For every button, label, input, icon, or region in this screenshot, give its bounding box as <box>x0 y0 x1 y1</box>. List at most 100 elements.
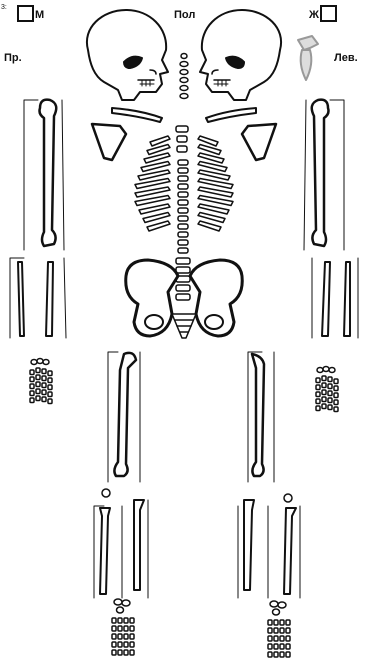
phalanx <box>334 386 338 391</box>
vertebra <box>178 216 188 221</box>
left-scapula-icon[interactable] <box>242 124 276 160</box>
left-skull-icon[interactable] <box>200 10 281 100</box>
vertebra <box>178 208 188 213</box>
left-forearm-bones[interactable] <box>312 258 358 338</box>
phalanx <box>268 620 272 625</box>
phalanx <box>118 634 122 639</box>
phalanx <box>124 642 128 647</box>
right-hip-bone-icon[interactable] <box>126 260 178 336</box>
vertebra <box>178 184 188 189</box>
thoracic-vertebrae[interactable] <box>176 160 190 300</box>
hyoid-bone-icon[interactable] <box>298 36 318 80</box>
phalanx <box>112 642 116 647</box>
right-ribs[interactable] <box>135 136 170 231</box>
phalanx <box>42 376 46 381</box>
phalanx <box>36 368 40 373</box>
phalanx <box>268 636 272 641</box>
phalanx <box>328 377 332 382</box>
left-femur-icon[interactable] <box>252 354 264 476</box>
phalanx <box>274 644 278 649</box>
left-hip-bone-icon[interactable] <box>190 260 242 336</box>
tarsal <box>117 607 124 613</box>
phalanx <box>322 404 326 409</box>
phalanx <box>30 377 34 382</box>
phalanx <box>48 399 52 404</box>
vertebra <box>178 200 188 205</box>
phalanx <box>112 634 116 639</box>
phalanx <box>42 383 46 388</box>
phalanx <box>316 392 320 397</box>
phalanx <box>322 376 326 381</box>
phalanx <box>328 391 332 396</box>
right-hand-bones[interactable] <box>30 359 52 404</box>
phalanx <box>130 626 134 631</box>
tarsal <box>278 602 286 608</box>
carpal <box>317 368 323 373</box>
phalanx <box>112 626 116 631</box>
phalanx <box>286 620 290 625</box>
phalanx <box>322 390 326 395</box>
left-clavicle-icon[interactable] <box>206 108 256 122</box>
phalanx <box>280 628 284 633</box>
phalanx <box>124 626 128 631</box>
phalanx <box>316 385 320 390</box>
phalanx <box>30 398 34 403</box>
sacrum-icon[interactable] <box>172 314 196 338</box>
vertebra <box>178 160 188 165</box>
phalanx <box>280 652 284 657</box>
left-hand-bones[interactable] <box>316 367 338 412</box>
tarsal <box>270 601 278 607</box>
left-foot-bones[interactable] <box>268 601 290 657</box>
right-scapula-icon[interactable] <box>92 124 126 160</box>
phalanx <box>268 628 272 633</box>
phalanx <box>280 636 284 641</box>
right-humerus-icon[interactable] <box>40 100 57 246</box>
sternum-icon[interactable] <box>176 126 188 152</box>
phalanx <box>316 399 320 404</box>
right-clavicle-icon[interactable] <box>112 108 162 122</box>
carpal <box>329 368 335 373</box>
phalanx <box>280 620 284 625</box>
phalanx <box>48 385 52 390</box>
tarsal <box>273 609 280 615</box>
phalanx <box>118 618 122 623</box>
left-ribs[interactable] <box>198 136 233 231</box>
phalanx <box>42 369 46 374</box>
left-lower-leg-bones[interactable] <box>238 500 300 598</box>
vertebra <box>176 294 190 300</box>
phalanx <box>36 375 40 380</box>
phalanx <box>334 407 338 412</box>
carpal <box>37 359 43 364</box>
phalanx <box>118 650 122 655</box>
left-patella-icon[interactable] <box>284 494 292 502</box>
right-femur-icon[interactable] <box>114 353 136 476</box>
left-humerus-icon[interactable] <box>312 100 329 246</box>
phalanx <box>124 634 128 639</box>
phalanx <box>328 405 332 410</box>
vertebra <box>178 168 188 173</box>
right-forearm-bones[interactable] <box>10 258 66 338</box>
phalanx <box>118 642 122 647</box>
phalanx <box>130 634 134 639</box>
phalanx <box>112 650 116 655</box>
right-skull-icon[interactable] <box>87 10 168 100</box>
phalanx <box>36 382 40 387</box>
phalanx <box>130 642 134 647</box>
right-patella-icon[interactable] <box>102 489 110 497</box>
phalanx <box>48 371 52 376</box>
vertebra <box>176 258 190 264</box>
phalanx <box>322 383 326 388</box>
phalanx <box>36 396 40 401</box>
phalanx <box>130 618 134 623</box>
vertebra <box>178 192 188 197</box>
phalanx <box>280 644 284 649</box>
phalanx <box>286 644 290 649</box>
phalanx <box>286 652 290 657</box>
cervical-vertebrae[interactable] <box>180 54 188 99</box>
right-foot-bones[interactable] <box>112 599 134 655</box>
phalanx <box>286 628 290 633</box>
right-lower-leg-bones[interactable] <box>94 500 148 598</box>
phalanx <box>124 618 128 623</box>
phalanx <box>334 379 338 384</box>
